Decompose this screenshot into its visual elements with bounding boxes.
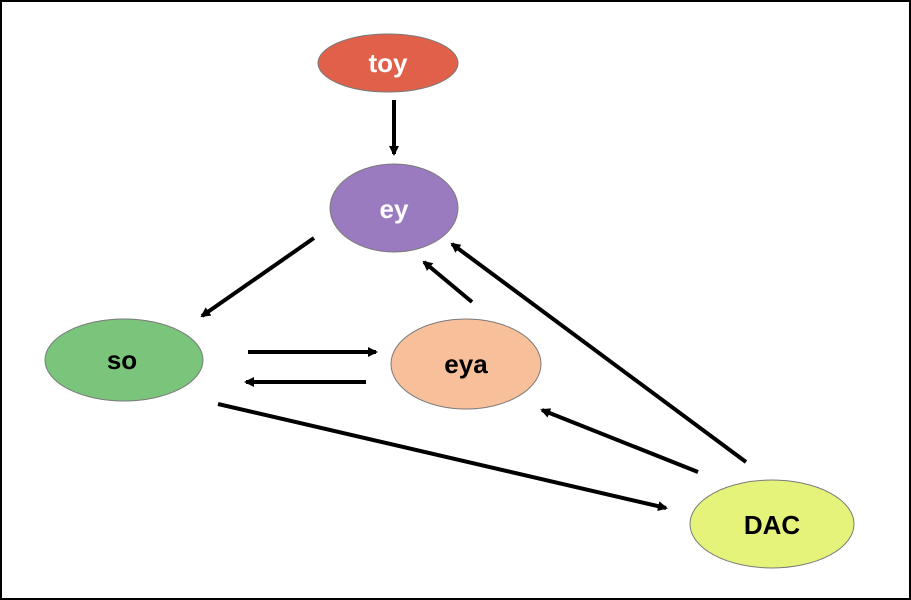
node-ey-shape	[329, 163, 459, 253]
node-eya-shape	[390, 318, 542, 410]
node-dac: DAC	[689, 479, 855, 569]
node-dac-label: DAC	[744, 510, 801, 540]
node-toy-shape	[317, 33, 459, 93]
edge-dac-to-eya	[540, 408, 699, 474]
node-so-label: so	[107, 345, 137, 375]
node-dac-shape	[689, 479, 855, 569]
node-ey-label: ey	[380, 194, 409, 224]
node-so: so	[44, 318, 204, 402]
node-ey: ey	[329, 163, 459, 253]
edges	[200, 100, 748, 512]
node-toy: toy	[317, 33, 459, 93]
edge-so-to-dac	[217, 402, 668, 512]
node-eya: eya	[390, 318, 542, 410]
node-toy-label: toy	[369, 48, 409, 78]
node-so-shape	[44, 318, 204, 402]
edge-ey-to-so	[200, 236, 316, 318]
node-eya-label: eya	[444, 349, 488, 379]
edge-eya-to-ey	[422, 260, 474, 304]
edge-dac-to-ey	[450, 242, 748, 464]
